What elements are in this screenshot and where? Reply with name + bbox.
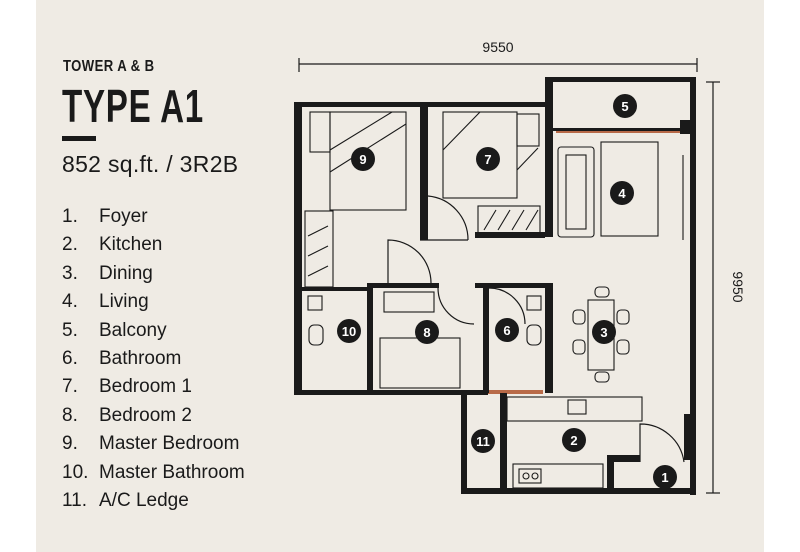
legend-number: 3. <box>62 262 78 284</box>
legend-label: Bedroom 1 <box>99 376 192 398</box>
legend-item: 10. Master Bathroom <box>62 462 322 490</box>
legend-item: 2. Kitchen <box>62 234 322 262</box>
legend-number: 6. <box>62 347 78 369</box>
legend-item: 4. Living <box>62 291 322 319</box>
marker-8: 8 <box>415 320 439 344</box>
window-strips <box>302 102 691 394</box>
legend-item: 3. Dining <box>62 263 322 291</box>
marker-7-label: 7 <box>484 152 491 167</box>
marker-8-label: 8 <box>423 325 430 340</box>
marker-1-label: 1 <box>661 470 668 485</box>
height-dimension-label: 9950 <box>730 271 746 302</box>
marker-7: 7 <box>476 147 500 171</box>
legend-label: Dining <box>99 262 153 284</box>
legend-label: Balcony <box>99 319 167 341</box>
room-legend: 1. Foyer 2. Kitchen 3. Dining 4. Living 5. Ba… <box>62 206 322 518</box>
legend-label: Bedroom 2 <box>99 404 192 426</box>
legend-number: 4. <box>62 291 78 313</box>
width-dimension-label: 9550 <box>482 39 513 55</box>
width-dimension <box>298 58 698 72</box>
legend-number: 2. <box>62 234 78 256</box>
marker-5-label: 5 <box>621 99 628 114</box>
legend-number: 1. <box>62 206 78 227</box>
marker-3-label: 3 <box>600 325 607 340</box>
legend-label: A/C Ledge <box>99 489 189 511</box>
marker-2: 2 <box>562 428 586 452</box>
legend-item: 11. A/C Ledge <box>62 490 322 518</box>
plan-sheet <box>36 0 764 552</box>
legend-item: 5. Balcony <box>62 320 322 348</box>
marker-1: 1 <box>653 465 677 489</box>
marker-6-label: 6 <box>503 323 510 338</box>
marker-11: 11 <box>471 429 495 453</box>
walls <box>294 77 696 495</box>
title-underline <box>62 136 96 141</box>
legend-label: Bathroom <box>99 347 182 369</box>
legend-label: Living <box>99 291 149 313</box>
marker-2-label: 2 <box>570 433 577 448</box>
legend-number: 7. <box>62 376 78 398</box>
marker-6: 6 <box>495 318 519 342</box>
unit-type-title: TYPE A1 <box>62 80 204 132</box>
legend-item: 8. Bedroom 2 <box>62 405 322 433</box>
marker-9-label: 9 <box>359 152 366 167</box>
marker-4-label: 4 <box>618 186 626 201</box>
marker-4: 4 <box>610 181 634 205</box>
legend-number: 9. <box>62 433 78 455</box>
unit-size: 852 sq.ft. / 3R2B <box>62 151 239 177</box>
marker-10-label: 10 <box>342 324 356 339</box>
legend-label: Master Bedroom <box>99 433 240 455</box>
legend-item: 9. Master Bedroom <box>62 433 322 461</box>
marker-5: 5 <box>613 94 637 118</box>
legend-number: 11. <box>62 489 88 511</box>
legend-number: 8. <box>62 404 78 426</box>
marker-11-label: 11 <box>476 434 490 449</box>
door-swings <box>387 195 685 463</box>
legend-label: Kitchen <box>99 234 163 256</box>
marker-3: 3 <box>592 320 616 344</box>
furniture <box>304 111 684 489</box>
marker-10: 10 <box>337 319 361 343</box>
marker-9: 9 <box>351 147 375 171</box>
legend-item: 1. Foyer <box>62 206 322 234</box>
legend-label: Master Bathroom <box>99 461 245 483</box>
legend-item: 7. Bedroom 1 <box>62 376 322 404</box>
legend-number: 5. <box>62 319 78 341</box>
legend-label: Foyer <box>99 206 148 227</box>
legend-number: 10. <box>62 461 89 483</box>
tower-label: TOWER A & B <box>63 58 155 75</box>
legend-item: 6. Bathroom <box>62 348 322 376</box>
height-dimension <box>706 81 720 494</box>
